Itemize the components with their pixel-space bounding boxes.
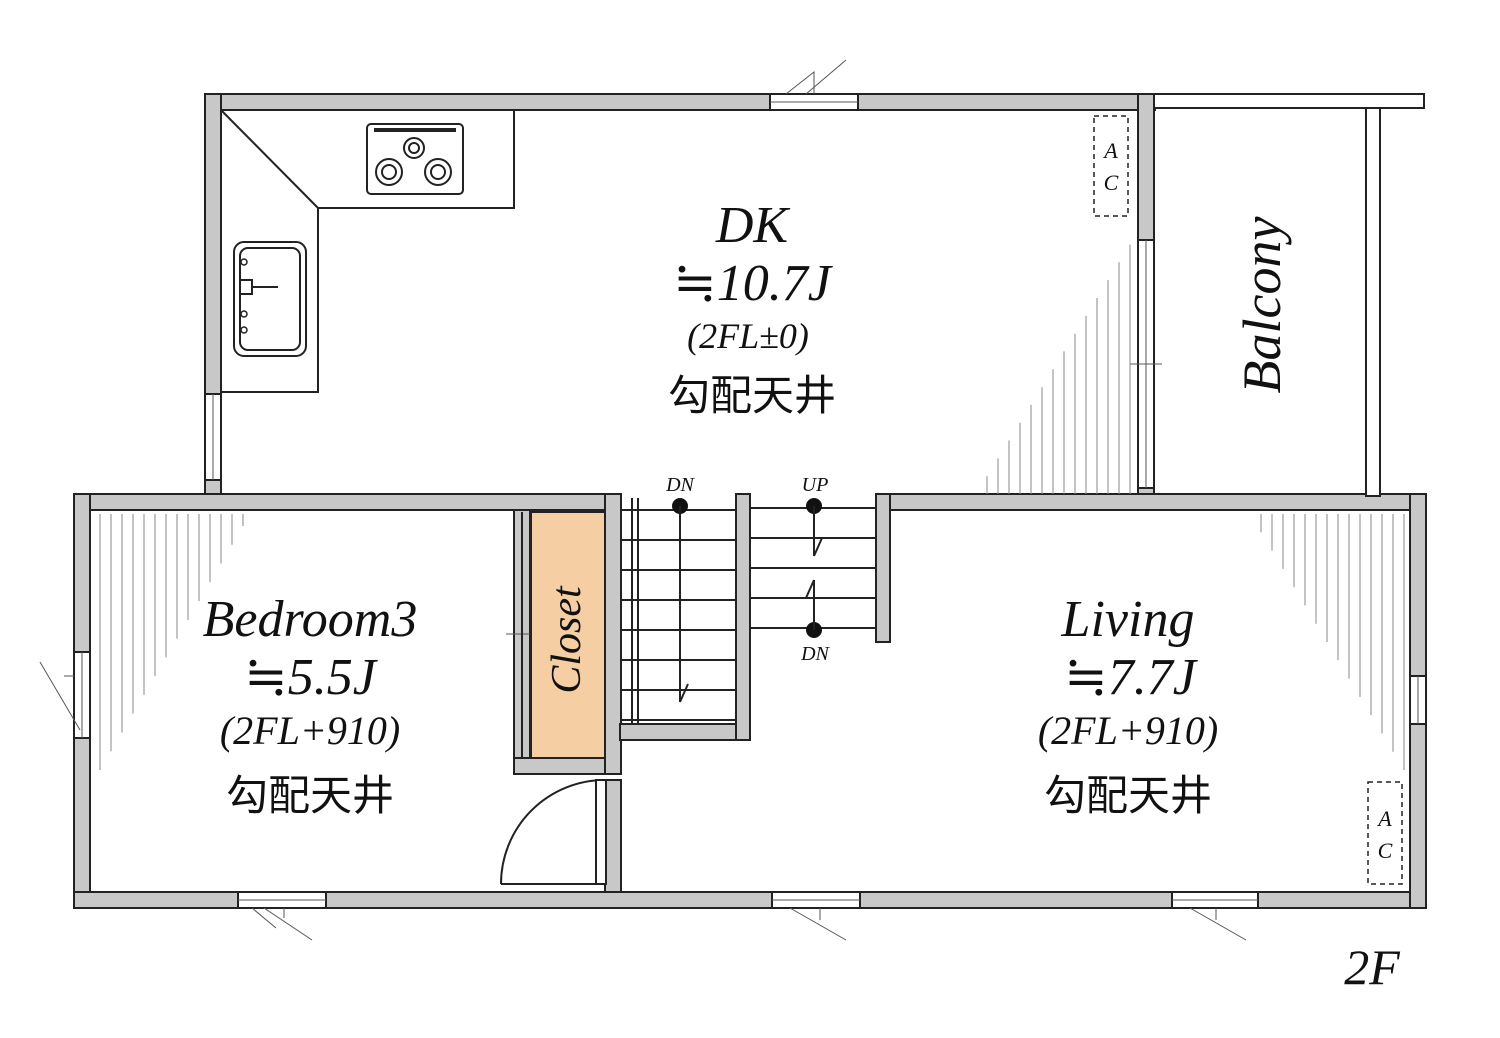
room-bedroom3-ceiling: 勾配天井 [226,771,394,820]
ac-unit-dk: A C [1093,115,1129,217]
closet: Closet [521,511,606,759]
room-bedroom3: Bedroom3 ≒5.5J (2FL+910) 勾配天井 [203,591,418,820]
room-living: Living ≒7.7J (2FL+910) 勾配天井 [1038,591,1218,820]
svg-text:A: A [1376,806,1392,831]
room-balcony-name: Balcony [1232,217,1292,394]
room-dk-name: DK [715,197,791,254]
room-bedroom3-level: (2FL+910) [220,708,400,753]
svg-text:A: A [1102,138,1118,163]
stair-dn-label-2: DN [800,643,830,665]
room-bedroom3-name: Bedroom3 [203,591,418,648]
floor-label: 2F [1344,939,1400,995]
room-living-name: Living [1061,591,1195,648]
stair-dn-label: DN [665,474,695,496]
sloped-ceiling-hatch-living [1260,514,1405,770]
room-dk-ceiling: 勾配天井 [668,371,836,420]
staircase: DN UP DN [622,474,876,724]
svg-text:C: C [1104,170,1119,195]
room-dk: DK ≒10.7J (2FL±0) 勾配天井 [668,197,836,420]
room-bedroom3-area: ≒5.5J [244,649,379,706]
svg-text:C: C [1378,838,1393,863]
ac-unit-living: A C [1367,781,1403,885]
stair-up-label: UP [802,474,829,496]
room-living-area: ≒7.7J [1064,649,1199,706]
room-living-level: (2FL+910) [1038,708,1218,753]
room-balcony: Balcony [1232,217,1292,394]
window-marks [39,59,1247,941]
sloped-ceiling-hatch-dk [986,244,1131,494]
sink-icon [233,241,307,357]
closet-label: Closet [544,585,590,694]
room-dk-area: ≒10.7J [673,255,834,312]
door-bedroom [500,779,607,885]
sloped-ceiling-hatch-bedroom [99,514,244,770]
room-living-ceiling: 勾配天井 [1044,771,1212,820]
room-dk-level: (2FL±0) [687,316,809,356]
stove-icon [366,123,464,195]
